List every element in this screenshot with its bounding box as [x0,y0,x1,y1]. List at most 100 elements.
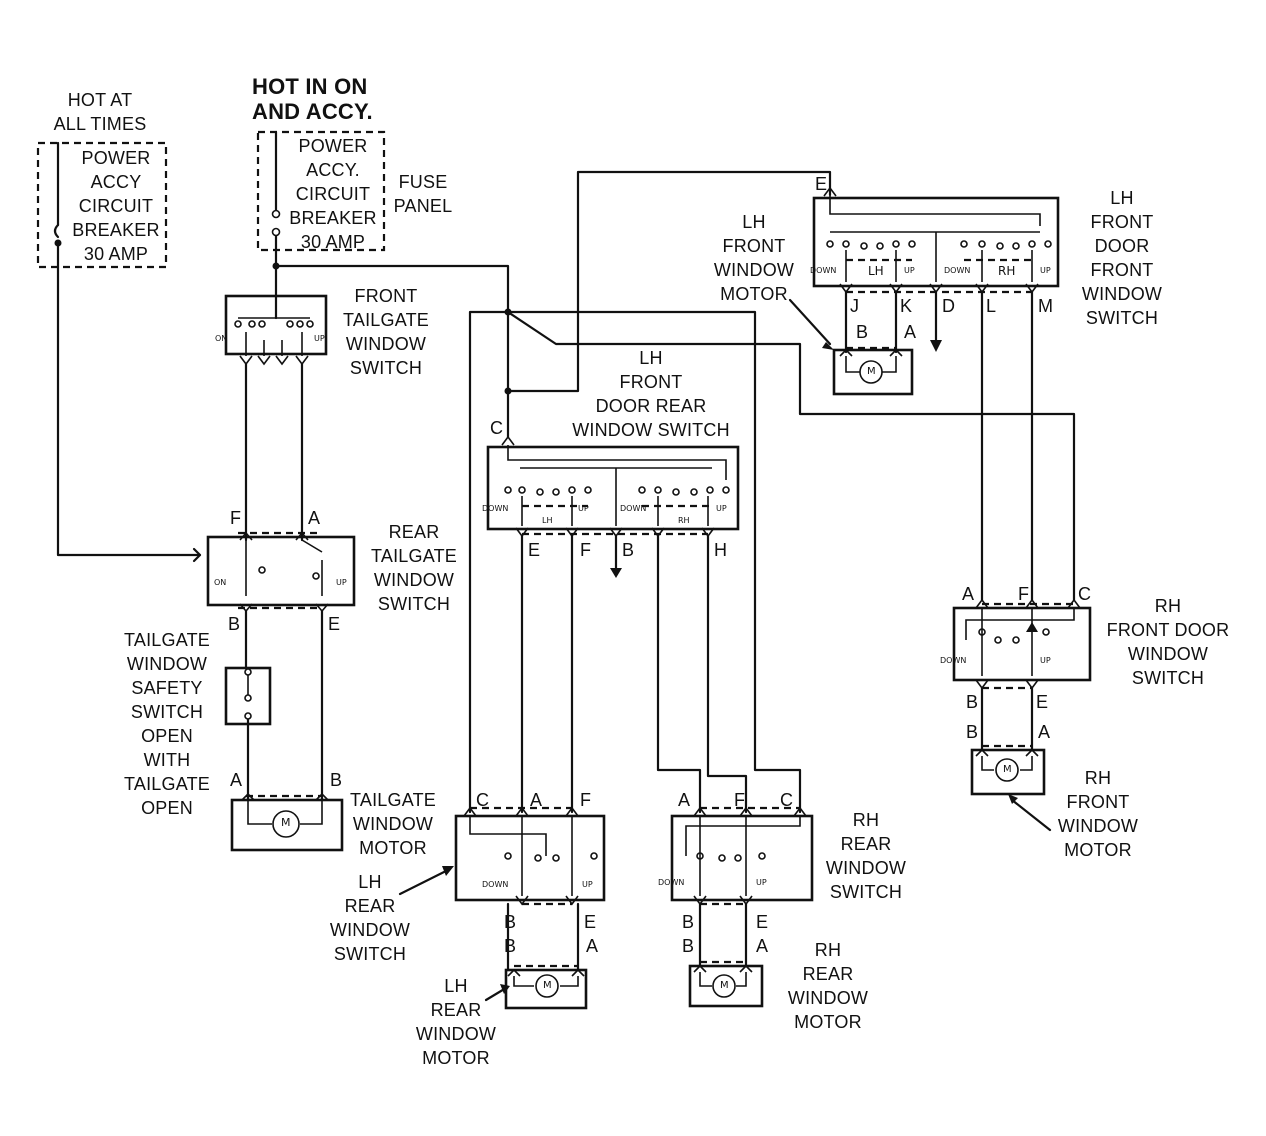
rh-rear-window-motor [688,960,764,1008]
switch-term-label: DOWN [620,504,647,513]
switch-term-label: DOWN [658,878,685,887]
switch-term-label: UP [756,878,767,887]
pin-label: B [504,912,517,932]
pin-label: L [986,296,997,316]
switch-term-label: UP [716,504,727,513]
switch-term-label: DOWN [482,880,509,889]
switch-term-label: UP [314,334,325,343]
motor-icon [995,758,1019,782]
switch-term-label: UP [578,504,589,513]
left-circuit-breaker [36,141,202,563]
motor-icon [535,974,559,998]
switch-term-label: UP [1040,266,1051,275]
right-circuit-breaker [256,130,512,395]
circuit-breaker-icon [53,223,60,239]
pin-label: A [530,790,543,810]
tailgate-safety-switch [224,666,272,802]
tailgate-motor [230,792,344,852]
motor-mark: M [720,980,729,991]
switch-term-label: RH [678,516,690,525]
rh-rear-window-switch [670,806,814,906]
switch-term-label: LH [868,264,884,278]
switch-term-label: DOWN [944,266,971,275]
lh-front-window-motor [832,346,914,396]
pin-label: M [1038,296,1053,316]
switch-term-label: DOWN [810,266,837,275]
switch-term-label: ON [215,334,228,343]
pin-label: E [328,614,341,634]
front-tailgate-switch [224,264,328,366]
pin-label: B [682,936,695,956]
pin-label: A [678,790,691,810]
pin-label: B [856,322,869,342]
pointer-arrow-icon [442,866,454,876]
pointer-arrow-icon [822,342,834,350]
pin-label: K [900,296,913,316]
pin-label: B [966,722,979,742]
pin-label: C [1078,584,1091,604]
pin-label: B [966,692,979,712]
pin-label: E [756,912,769,932]
pin-label: D [942,296,955,316]
pin-label: E [584,912,597,932]
switch-term-label: UP [904,266,915,275]
switch-term-label: RH [998,264,1016,278]
pin-label: H [714,540,727,560]
pin-label: A [230,770,243,790]
ground-icon [610,568,622,578]
motor-mark: M [1003,764,1012,775]
pin-label: C [490,418,503,438]
pin-label: F [1018,584,1029,604]
pointer-arrow-icon [500,984,510,994]
circuit-breaker-icon [271,209,281,219]
switch-term-label: UP [582,880,593,889]
pin-label: A [756,936,769,956]
rear-tailgate-switch [206,531,356,613]
pin-label: B [622,540,635,560]
pin-label: A [586,936,599,956]
motor-icon [272,810,300,838]
pin-label: E [528,540,541,560]
pin-label: F [734,790,745,810]
pin-label: B [330,770,343,790]
lh-front-door-front-window-switch [812,186,1060,294]
ground-icon [930,340,942,352]
motor-mark: M [543,980,552,991]
rh-front-door-window-switch [952,598,1092,690]
pin-label: C [476,790,489,810]
motor-mark: M [867,366,876,377]
motor-mark: M [281,816,291,829]
pin-label: B [228,614,241,634]
switch-term-label: DOWN [482,504,509,513]
pin-label: A [904,322,917,342]
pin-label: J [850,296,859,316]
switch-term-label: ON [214,578,227,587]
motor-icon [859,360,883,384]
switch-term-label: UP [336,578,347,587]
pin-label: A [962,584,975,604]
lh-rear-window-switch [454,806,606,906]
pin-label: F [580,790,591,810]
pointer-arrow-icon [1008,794,1018,804]
motor-icon [712,974,736,998]
pin-label: C [780,790,793,810]
pin-label: F [580,540,591,560]
